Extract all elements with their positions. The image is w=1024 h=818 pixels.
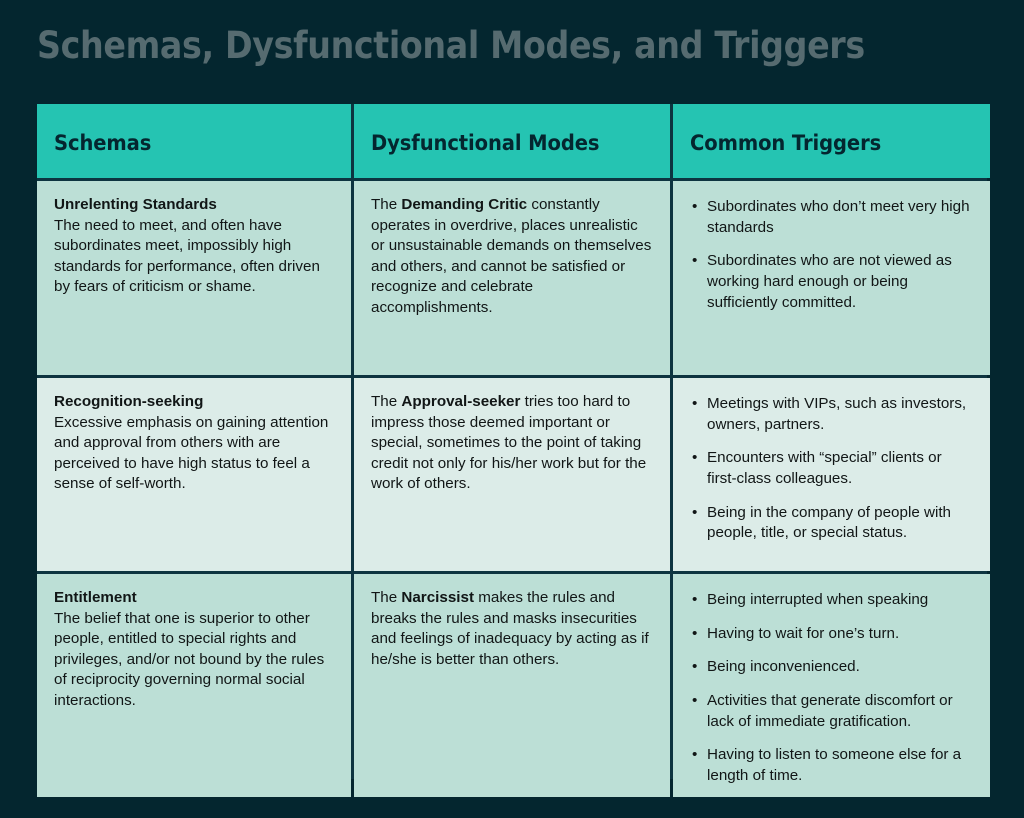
schema-cell: Entitlement The belief that one is super…	[37, 574, 351, 797]
bullet-icon: •	[692, 692, 698, 710]
list-item: • Meetings with VIPs, such as investors, …	[690, 394, 973, 435]
schema-text: Recognition-seeking Excessive emphasis o…	[54, 392, 334, 495]
mode-text: The Narcissist makes the rules and break…	[371, 588, 653, 670]
schema-description: The belief that one is superior to other…	[54, 609, 325, 709]
bullet-icon: •	[692, 591, 698, 608]
triggers-cell: • Meetings with VIPs, such as investors, …	[673, 378, 990, 571]
trigger-text: Meetings with VIPs, such as investors, o…	[707, 395, 967, 433]
mode-cell: The Narcissist makes the rules and break…	[354, 574, 670, 797]
trigger-text: Subordinates who are not viewed as worki…	[707, 252, 952, 311]
trigger-text: Encounters with “special” clients or fir…	[707, 449, 942, 488]
mode-suffix: makes the rules and breaks the rules and…	[371, 589, 649, 668]
triggers-cell: • Subordinates who don’t meet very high s…	[673, 181, 990, 375]
triggers-list: • Meetings with VIPs, such as investors, …	[690, 394, 973, 544]
mode-text: The Demanding Critic constantly operates…	[371, 195, 653, 319]
bullet-icon: •	[692, 624, 698, 642]
list-item: • Having to wait for one’s turn.	[690, 624, 973, 645]
table-row: Entitlement The belief that one is super…	[37, 574, 990, 797]
mode-prefix: The	[371, 393, 402, 410]
trigger-text: Being inconvenienced.	[707, 658, 860, 676]
column-header-label: Dysfunctional Modes	[371, 131, 600, 155]
mode-prefix: The	[371, 589, 402, 606]
page-title: Schemas, Dysfunctional Modes, and Trigge…	[37, 24, 865, 67]
trigger-text: Subordinates who don’t meet very high st…	[707, 198, 970, 236]
list-item: • Being interrupted when speaking	[690, 590, 973, 611]
mode-cell: The Approval-seeker tries too hard to im…	[354, 378, 670, 571]
bullet-icon: •	[692, 395, 698, 412]
table-header-cell-common-triggers: Common Triggers	[673, 104, 990, 178]
mode-suffix: tries too hard to impress those deemed i…	[371, 393, 647, 493]
table-row: Recognition-seeking Excessive emphasis o…	[37, 378, 990, 574]
mode-prefix: The	[371, 196, 402, 213]
list-item: • Activities that generate discomfort or …	[690, 691, 973, 732]
mode-suffix: constantly operates in overdrive, places…	[371, 196, 652, 316]
triggers-list: • Subordinates who don’t meet very high s…	[690, 197, 973, 313]
table-row: Unrelenting Standards The need to meet, …	[37, 181, 990, 378]
schema-text: Entitlement The belief that one is super…	[54, 588, 334, 712]
bullet-icon: •	[692, 198, 698, 215]
mode-term: Narcissist	[401, 589, 474, 606]
list-item: • Being inconvenienced.	[690, 657, 973, 678]
list-item: • Being in the company of people with peo…	[690, 503, 973, 544]
mode-term: Demanding Critic	[401, 196, 528, 213]
table-header-cell-dysfunctional-modes: Dysfunctional Modes	[354, 104, 670, 178]
schema-name: Unrelenting Standards	[54, 196, 217, 213]
list-item: • Subordinates who don’t meet very high s…	[690, 197, 973, 238]
list-item: • Subordinates who are not viewed as work…	[690, 251, 973, 313]
trigger-text: Having to wait for one’s turn.	[707, 624, 900, 642]
trigger-text: Being interrupted when speaking	[707, 591, 929, 608]
bullet-icon: •	[692, 449, 698, 467]
mode-cell: The Demanding Critic constantly operates…	[354, 181, 670, 375]
schema-description: Excessive emphasis on gaining attention …	[54, 413, 329, 493]
list-item: • Encounters with “special” clients or fi…	[690, 448, 973, 489]
schemas-table: Schemas Dysfunctional Modes Common Trigg…	[37, 104, 990, 797]
triggers-list: • Being interrupted when speaking • Having…	[690, 590, 973, 787]
schema-name: Recognition-seeking	[54, 393, 204, 410]
triggers-cell: • Being interrupted when speaking • Having…	[673, 574, 990, 797]
bullet-icon: •	[692, 658, 698, 676]
mode-text: The Approval-seeker tries too hard to im…	[371, 392, 653, 495]
schema-text: Unrelenting Standards The need to meet, …	[54, 195, 334, 298]
column-header-label: Schemas	[54, 131, 152, 155]
trigger-text: Having to listen to someone else for a l…	[707, 746, 962, 785]
bullet-icon: •	[692, 503, 698, 521]
trigger-text: Activities that generate discomfort or l…	[707, 692, 953, 730]
schema-cell: Unrelenting Standards The need to meet, …	[37, 181, 351, 375]
schema-name: Entitlement	[54, 589, 137, 606]
schema-description: The need to meet, and often have subordi…	[54, 216, 320, 296]
column-header-label: Common Triggers	[690, 131, 882, 155]
table-header-cell-schemas: Schemas	[37, 104, 351, 178]
table-header-row: Schemas Dysfunctional Modes Common Trigg…	[37, 104, 990, 181]
mode-term: Approval-seeker	[401, 393, 521, 410]
bullet-icon: •	[692, 252, 698, 270]
list-item: • Having to listen to someone else for a …	[690, 745, 973, 786]
bullet-icon: •	[692, 746, 698, 764]
trigger-text: Being in the company of people with peop…	[707, 503, 952, 542]
schema-cell: Recognition-seeking Excessive emphasis o…	[37, 378, 351, 571]
